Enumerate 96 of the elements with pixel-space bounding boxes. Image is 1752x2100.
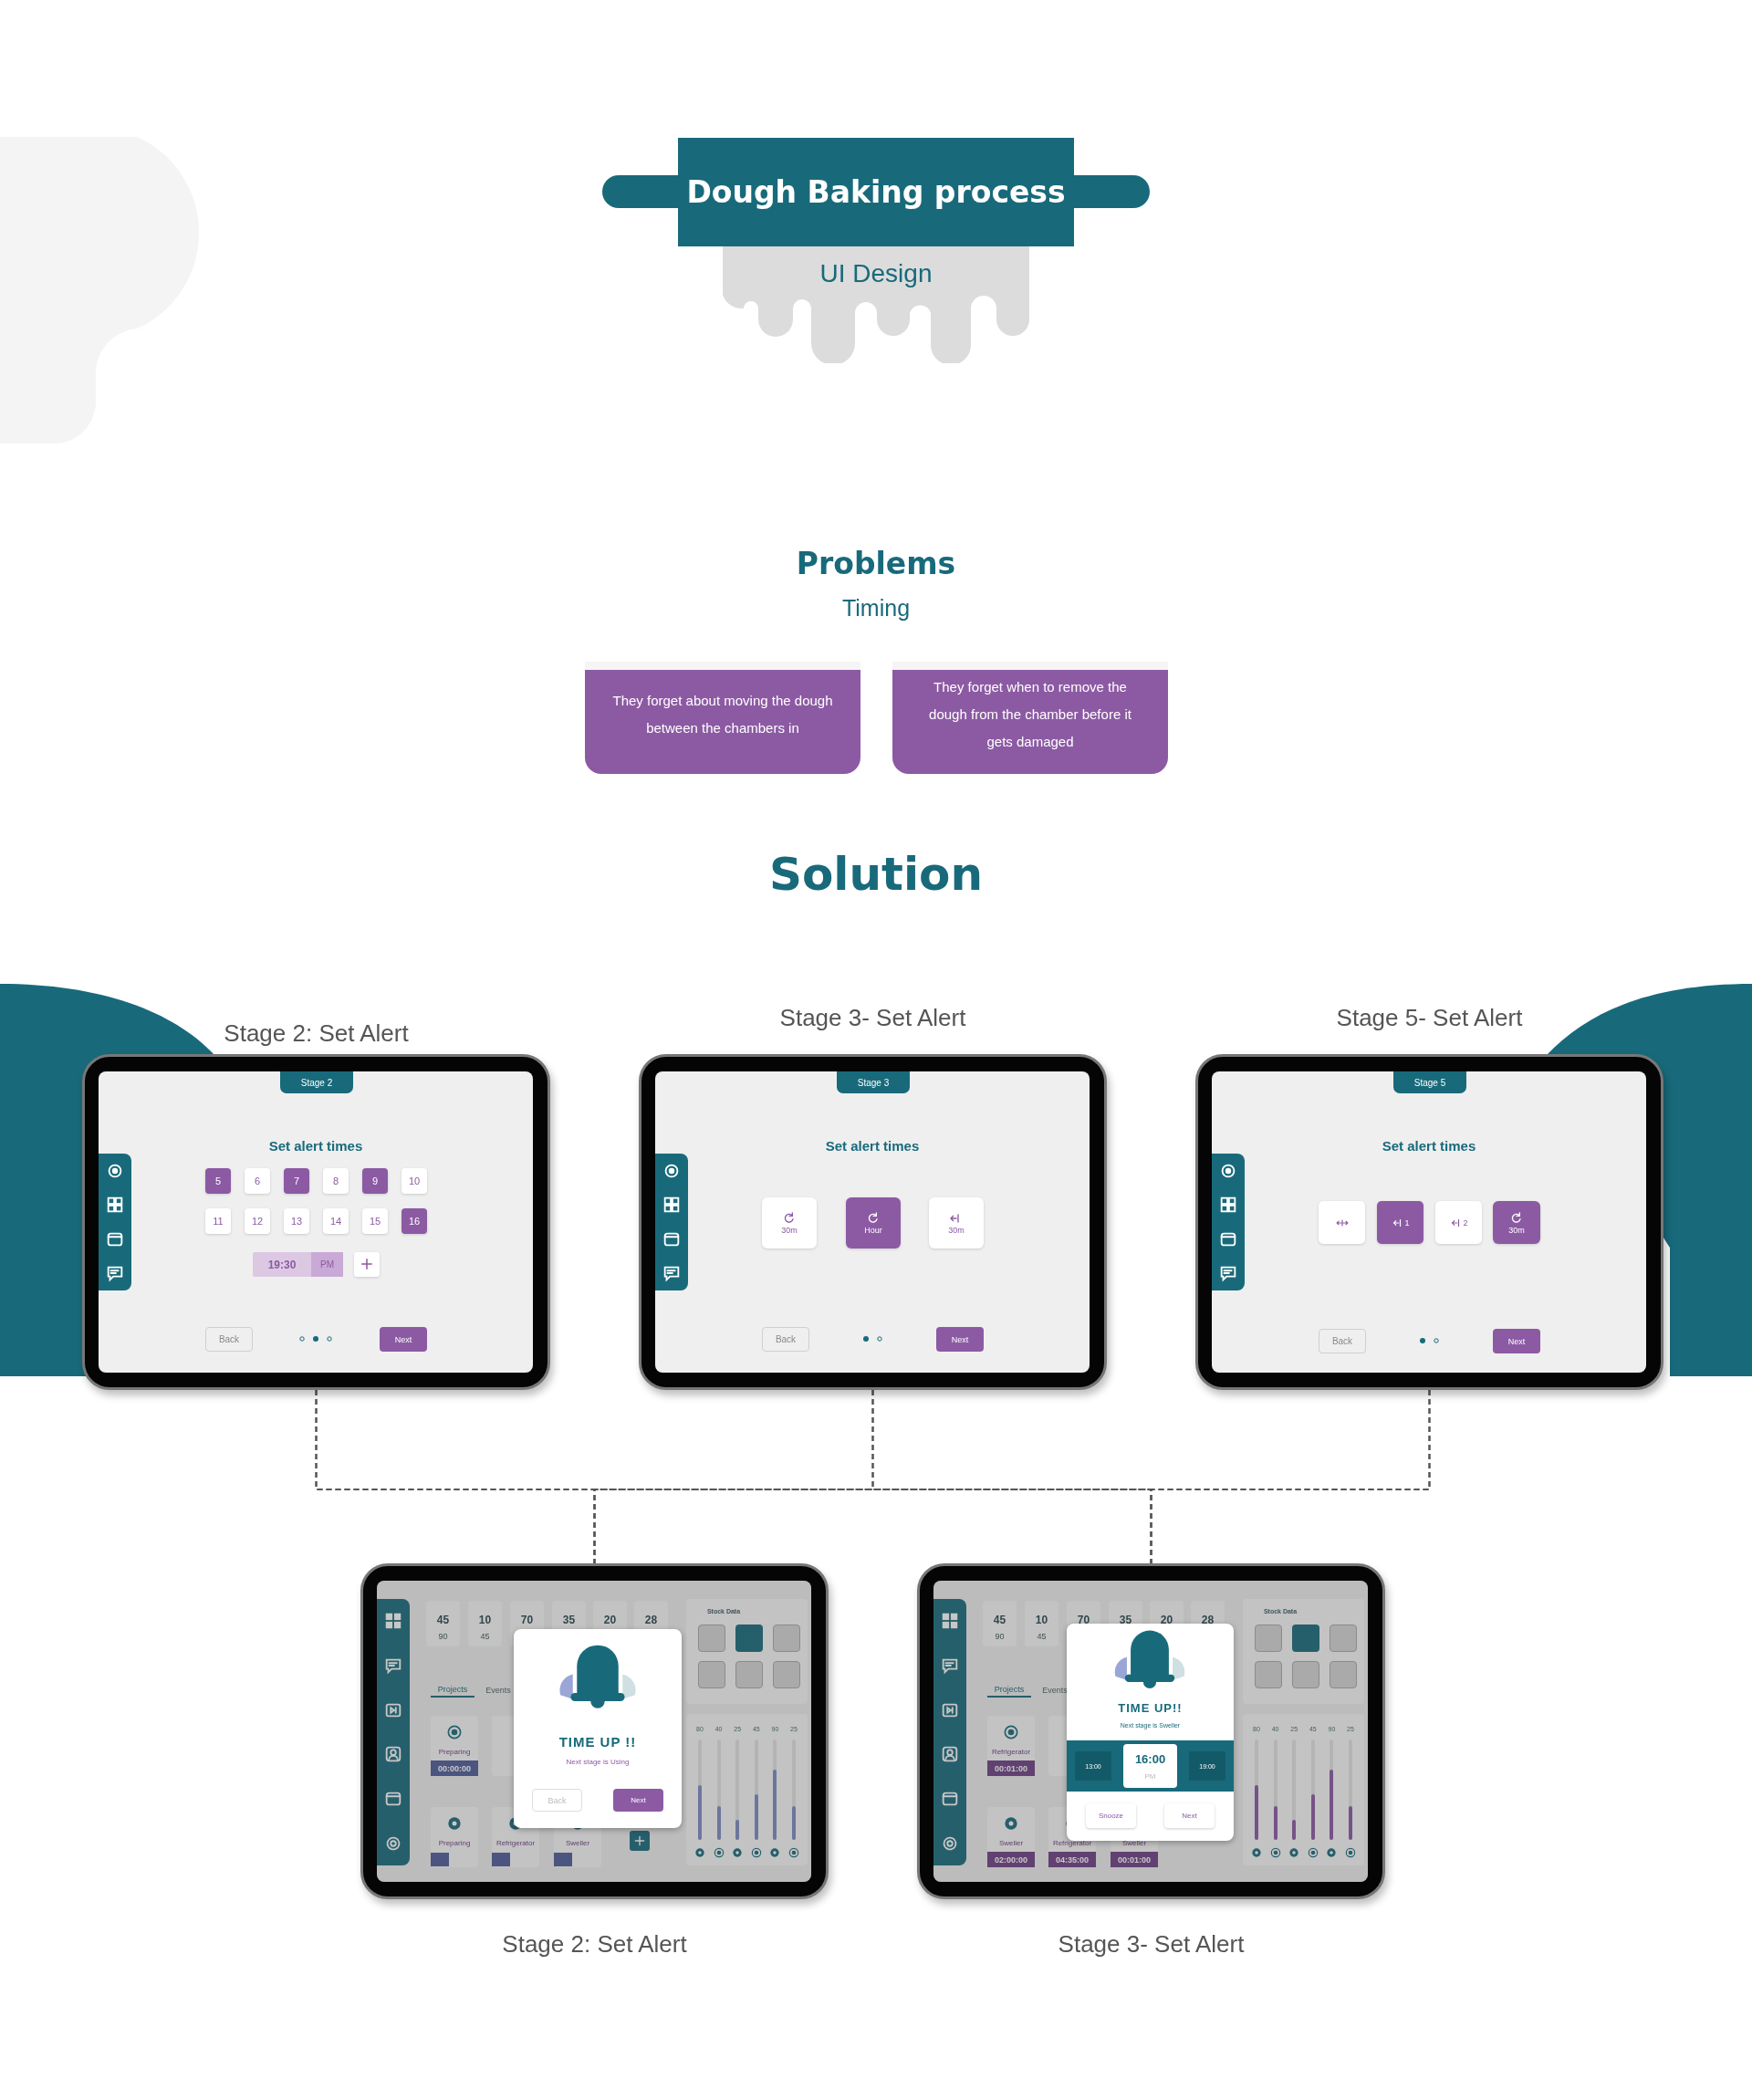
option-button: 30m: [929, 1197, 984, 1249]
alert-title: TIME UP !!: [558, 1732, 638, 1751]
back-button: Back: [762, 1327, 809, 1352]
hour-button: 14: [323, 1208, 349, 1234]
stage-tab: Stage 3: [837, 1071, 910, 1093]
tab-label: Events: [485, 1685, 512, 1697]
alert-dialog: [514, 1629, 682, 1828]
problem-card: [585, 662, 860, 774]
tab-label: Projects: [431, 1683, 474, 1698]
stat-value: 35: [1118, 1613, 1133, 1628]
alert-message: Next stage is Using: [565, 1756, 631, 1768]
stat-subvalue: 45: [479, 1631, 491, 1643]
next-button: Next: [613, 1789, 663, 1812]
subheading: Timing: [840, 593, 912, 622]
alert-dialog: [1067, 1624, 1234, 1841]
stat-value: 10: [477, 1613, 493, 1628]
project-label: Preparing: [437, 1746, 472, 1758]
project-label: Sweller: [564, 1837, 591, 1849]
stat-value: 20: [1159, 1613, 1174, 1628]
project-label: Sweller: [1121, 1837, 1148, 1849]
problem-text: They forget when to remove the dough from the chamber before it gets damaged: [928, 678, 1132, 751]
option-button: Hour: [846, 1197, 901, 1249]
option-button: 30m: [1493, 1201, 1540, 1244]
hour-button: 5: [205, 1168, 231, 1194]
stat-value: 20: [602, 1613, 618, 1628]
hour-button: 12: [245, 1208, 270, 1234]
connector-line: [1150, 1389, 1431, 1564]
option-button: 1: [1377, 1201, 1424, 1244]
hour-button: 16: [402, 1208, 427, 1234]
stat-value: 28: [1200, 1613, 1215, 1628]
stat-value: 10: [1034, 1613, 1049, 1628]
problem-text: They forget about moving the dough between the chambers in: [611, 692, 834, 737]
alert-title: TIME UP!!: [1117, 1699, 1184, 1717]
stage-tab: Stage 2: [280, 1071, 353, 1093]
timer-badge: 00:01:00: [987, 1760, 1035, 1776]
tablet-label: Stage 2: Set Alert: [223, 1018, 410, 1049]
hour-button: 7: [284, 1168, 309, 1194]
stat-value: 28: [643, 1613, 659, 1628]
next-button: Next: [936, 1327, 984, 1352]
tablet-label: Stage 5- Set Alert: [1335, 1002, 1524, 1033]
option-button: 30m: [762, 1197, 817, 1249]
timer-badge: 00:01:00: [1111, 1852, 1158, 1867]
time-value: 19:30: [266, 1257, 297, 1273]
title: Dough Baking process: [685, 172, 1067, 212]
tablet-label: Stage 3- Set Alert: [1057, 1928, 1246, 1959]
hour-button: 9: [362, 1168, 388, 1194]
stat-value: 70: [1076, 1613, 1091, 1628]
back-button: Back: [1319, 1329, 1366, 1353]
timer-badge: 02:00:00: [987, 1852, 1035, 1867]
stat-value: 45: [992, 1613, 1007, 1628]
timer-badge: 00:00:00: [431, 1760, 478, 1776]
tab-label: Events: [1041, 1685, 1069, 1697]
screen-heading: Set alert times: [824, 1136, 921, 1155]
screen-heading: Set alert times: [1381, 1136, 1477, 1155]
hour-button: 8: [323, 1168, 349, 1194]
period-toggle: PM: [311, 1252, 343, 1277]
screen-heading: Set alert times: [267, 1136, 364, 1155]
hour-button: 6: [245, 1168, 270, 1194]
tablet-mockup: [917, 1563, 1385, 1899]
project-label: Preparing: [437, 1837, 472, 1849]
stage-tab: Stage 5: [1393, 1071, 1466, 1093]
next-button: Next: [380, 1327, 427, 1352]
problem-card: [892, 662, 1168, 774]
tablet-mockup: [639, 1054, 1107, 1390]
stat-subvalue: 90: [437, 1631, 449, 1643]
stat-value: 35: [561, 1613, 577, 1628]
subtitle: UI Design: [819, 258, 933, 289]
tablet-label: Stage 2: Set Alert: [501, 1928, 688, 1959]
stat-subvalue: 90: [994, 1631, 1006, 1643]
tablet-mockup: [360, 1563, 829, 1899]
stat-subvalue: 45: [1036, 1631, 1048, 1643]
option-button: 2: [1435, 1201, 1482, 1244]
section-heading: Solution: [767, 847, 985, 903]
stat-value: 70: [519, 1613, 535, 1628]
project-label: Refrigerator: [990, 1746, 1032, 1758]
stat-value: 45: [435, 1613, 451, 1628]
project-label: Refrigerator: [495, 1837, 537, 1849]
next-button: Next: [1493, 1329, 1540, 1353]
hour-button: 13: [284, 1208, 309, 1234]
hour-button: 10: [402, 1168, 427, 1194]
period-label: PM: [1143, 1771, 1157, 1782]
next-button: Next: [1164, 1803, 1215, 1828]
tablet-label: Stage 3- Set Alert: [778, 1002, 967, 1033]
time-value: 16:00: [1133, 1750, 1167, 1768]
snooze-button: Snooze: [1086, 1803, 1136, 1828]
hour-button: 11: [205, 1208, 231, 1234]
tablet-mockup: [82, 1054, 550, 1390]
hour-button: 15: [362, 1208, 388, 1234]
project-label: Sweller: [997, 1837, 1025, 1849]
tablet-mockup: [1195, 1054, 1663, 1390]
back-button: Back: [205, 1327, 253, 1352]
timer-badge: 04:35:00: [1048, 1852, 1096, 1867]
project-label: Refrigerator: [1051, 1837, 1093, 1849]
section-heading: Problems: [795, 544, 957, 583]
tab-label: Projects: [987, 1683, 1031, 1698]
back-button: Back: [532, 1789, 582, 1812]
